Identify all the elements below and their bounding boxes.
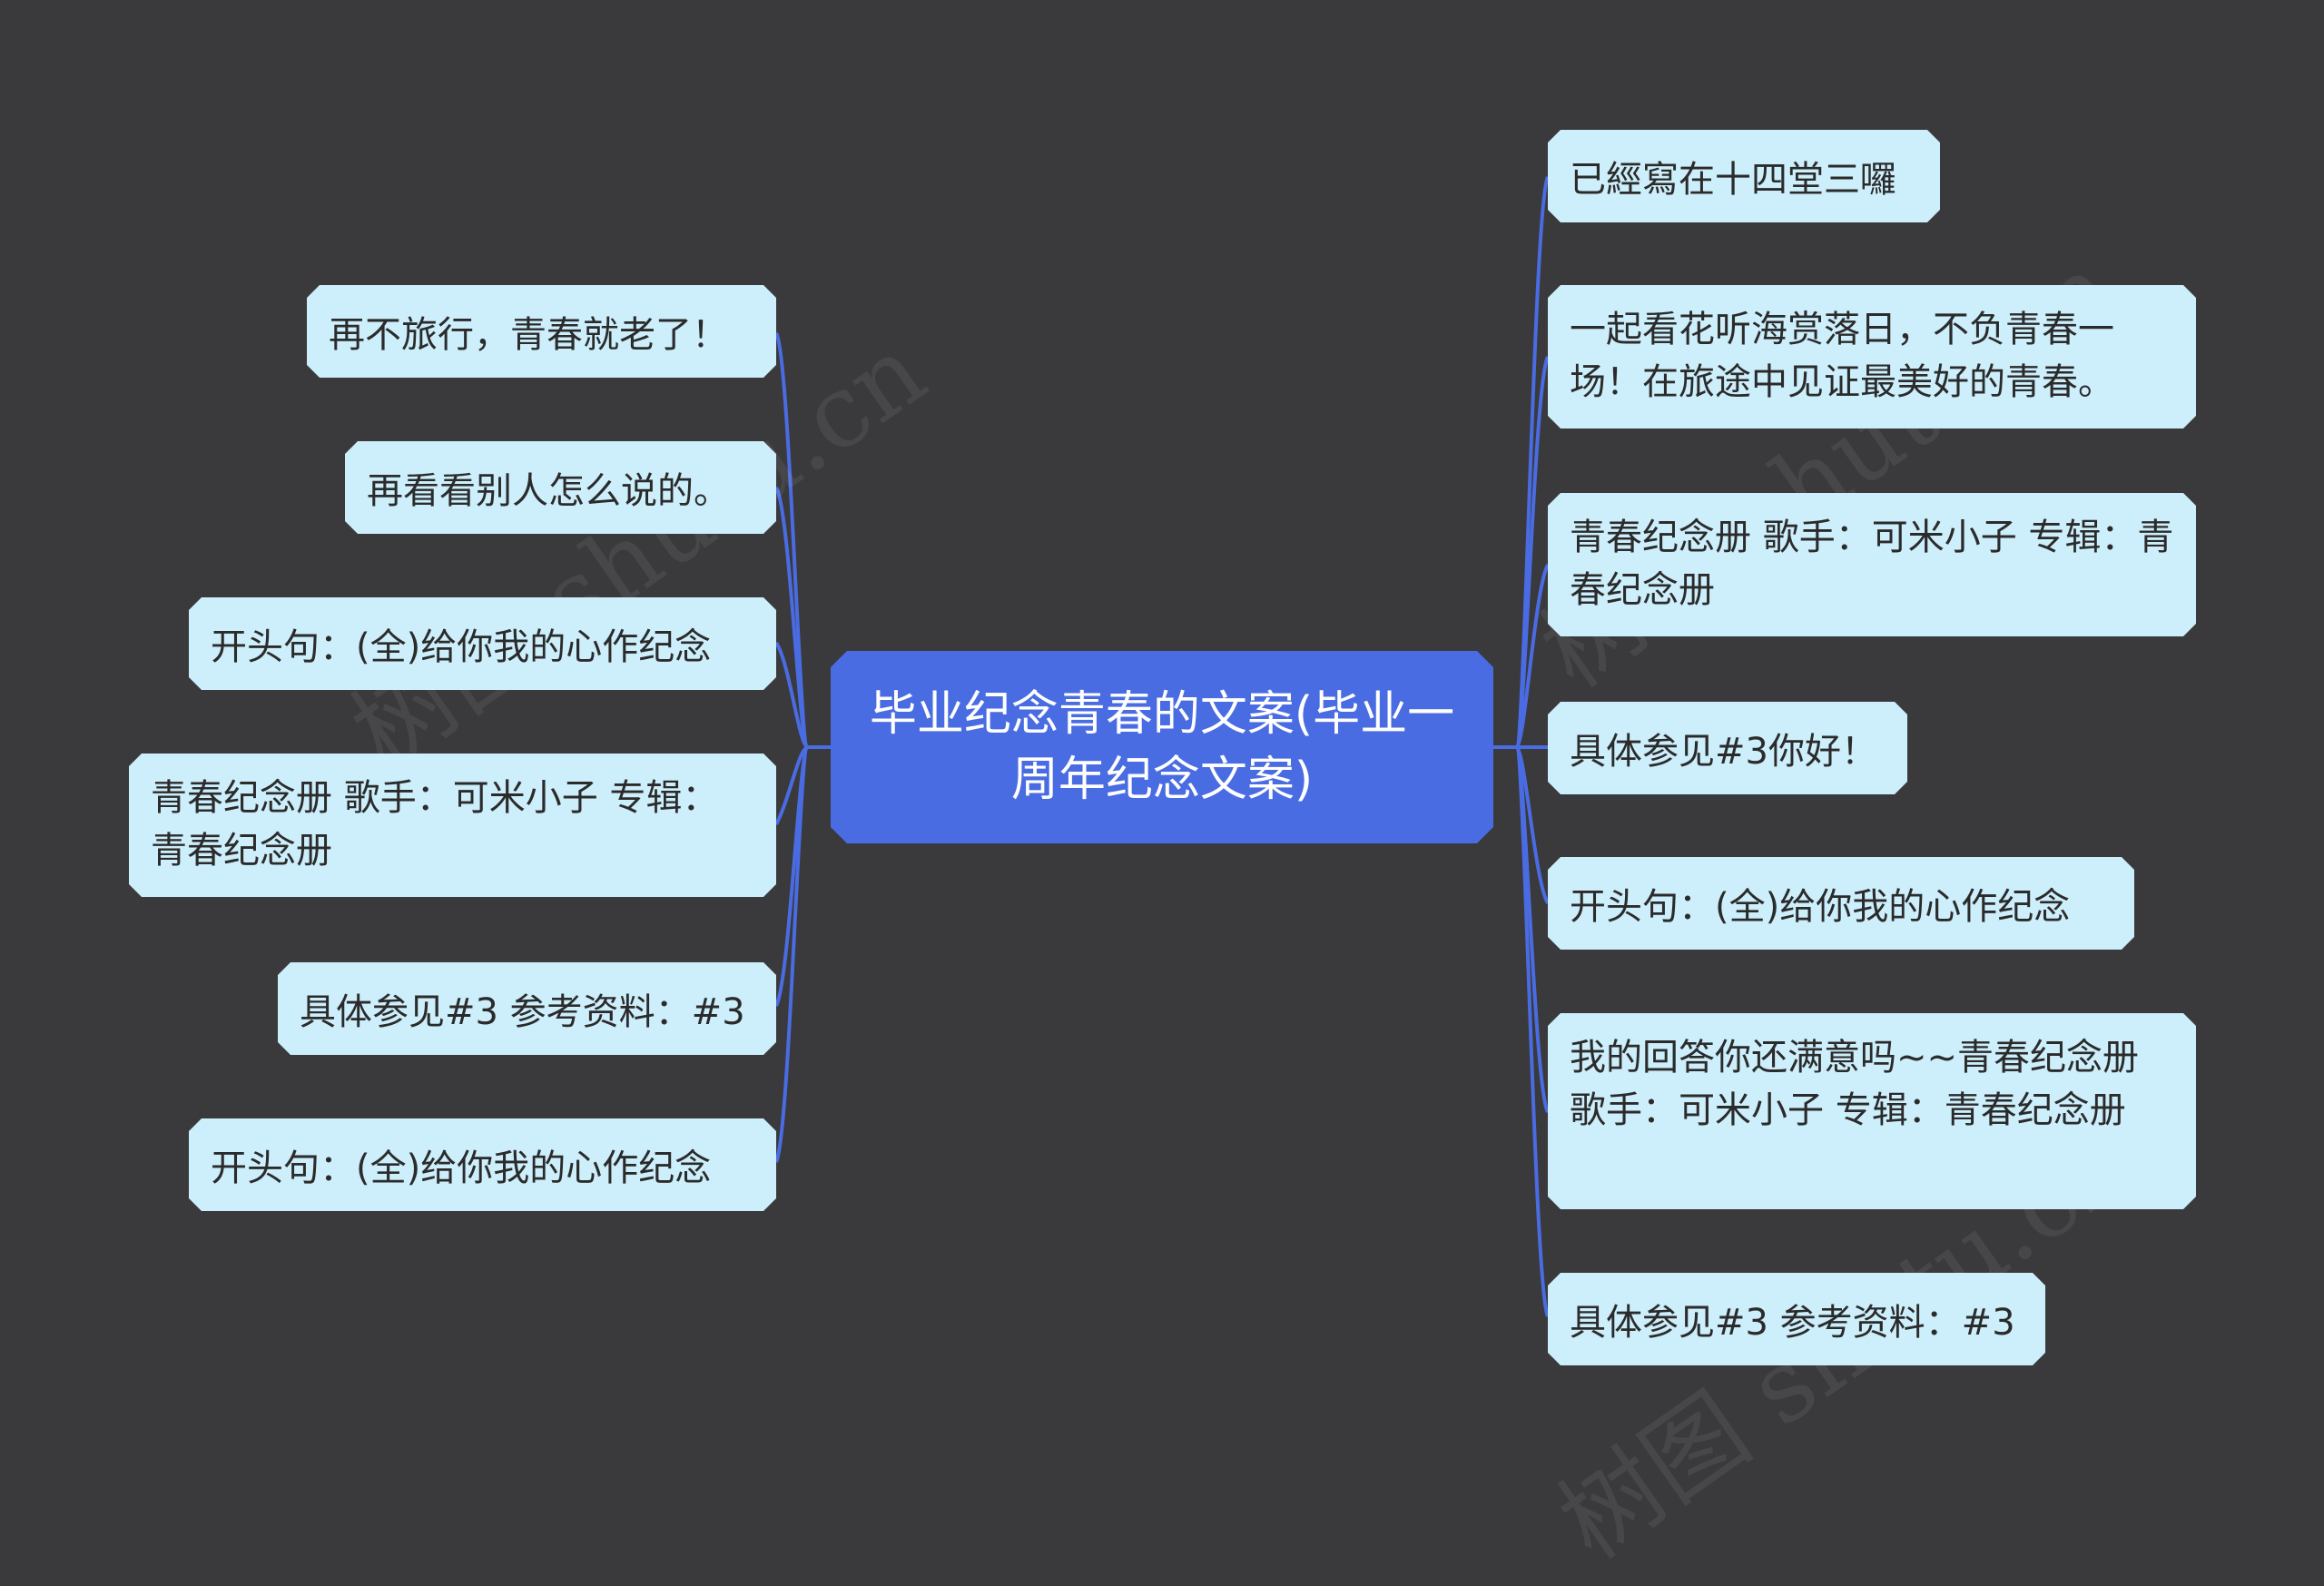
right-topic-2[interactable]: 一起看花听海赏落日，不负青春一场！在旅途中见证最美好的青春。 — [1548, 285, 2196, 429]
left-topic-5[interactable]: 具体参见#3 参考资料：#3 — [278, 962, 776, 1055]
right-topic-4[interactable]: 具体参见#3你好！ — [1548, 702, 1907, 794]
right-topic-3[interactable]: 青春纪念册 歌手：可米小子 专辑：青春纪念册 — [1548, 493, 2196, 636]
mindmap-canvas: 树图 shutu.cn 树图 shutu.cn 树图 shutu.cn 毕业纪念… — [129, 130, 2196, 1581]
root-topic[interactable]: 毕业纪念青春的文案(毕业一周年纪念文案) — [831, 651, 1493, 843]
right-topic-1[interactable]: 已經寫在十四堂三囉 — [1548, 130, 1940, 222]
left-topic-3[interactable]: 开头句：(全)给你我的心作纪念 — [189, 597, 776, 690]
connector-lines — [774, 175, 1550, 1317]
connector-left-6 — [774, 745, 831, 1163]
right-topic-6[interactable]: 我的回答你还满意吗~~青春纪念册歌手：可米小子 专辑：青春纪念册 — [1548, 1013, 2196, 1209]
left-topic-4[interactable]: 青春纪念册 歌手：可米小子 专辑：青春纪念册 — [129, 754, 776, 897]
left-topic-2[interactable]: 再看看别人怎么说的。 — [345, 441, 776, 534]
left-topic-6[interactable]: 开头句：(全)给你我的心作纪念 — [189, 1118, 776, 1211]
right-topic-5[interactable]: 开头句：(全)给你我的心作纪念 — [1548, 857, 2134, 950]
left-topic-1[interactable]: 再不旅行，青春就老了！ — [307, 285, 776, 378]
connector-right-7 — [1493, 745, 1550, 1317]
connector-right-1 — [1493, 175, 1550, 749]
right-topic-7[interactable]: 具体参见#3 参考资料：#3 — [1548, 1273, 2045, 1365]
connector-right-3 — [1493, 564, 1550, 749]
